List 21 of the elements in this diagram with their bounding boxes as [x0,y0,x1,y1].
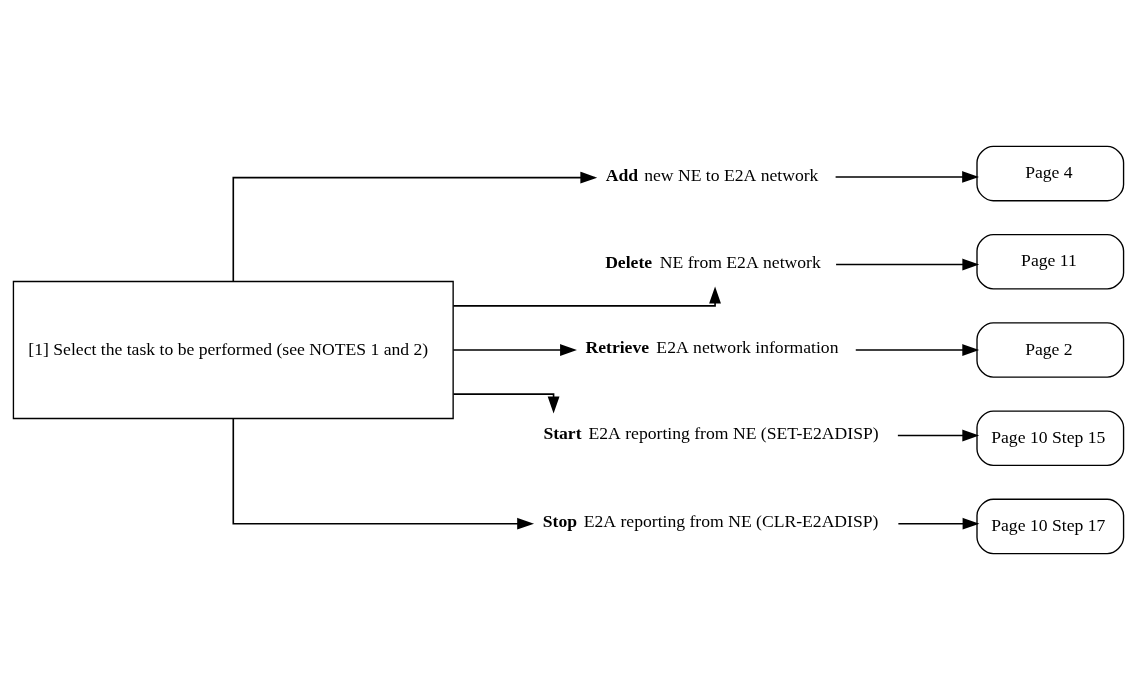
node-box: Page 10 Step 15 [976,409,1125,466]
arrow [452,343,577,356]
node-text: Start E2A reporting from NE (SET-E2ADISP) [543,422,879,443]
arrow [232,417,535,530]
arrow [834,170,979,183]
node-box: Page 4 [976,145,1125,201]
node-text: Delete NE from E2A network [605,251,821,272]
arrow [835,258,980,270]
node-text: Stop E2A reporting from NE (CLR-E2ADISP) [542,510,879,531]
arrow [232,171,598,282]
arrow [854,343,980,356]
node-text: Retrieve E2A network information [585,336,839,357]
arrow [452,392,560,413]
node-box: Page 10 Step 17 [976,498,1125,554]
node-box: Page 2 [976,321,1125,378]
arrow [452,286,721,307]
node-box: Page 11 [976,233,1125,290]
node-text: Add new NE to E2A network [605,164,819,185]
arrow [897,429,980,441]
node-box: [1] Select the task to be performed (see NOTES 1 and 2) [12,280,454,419]
arrow [897,517,980,530]
